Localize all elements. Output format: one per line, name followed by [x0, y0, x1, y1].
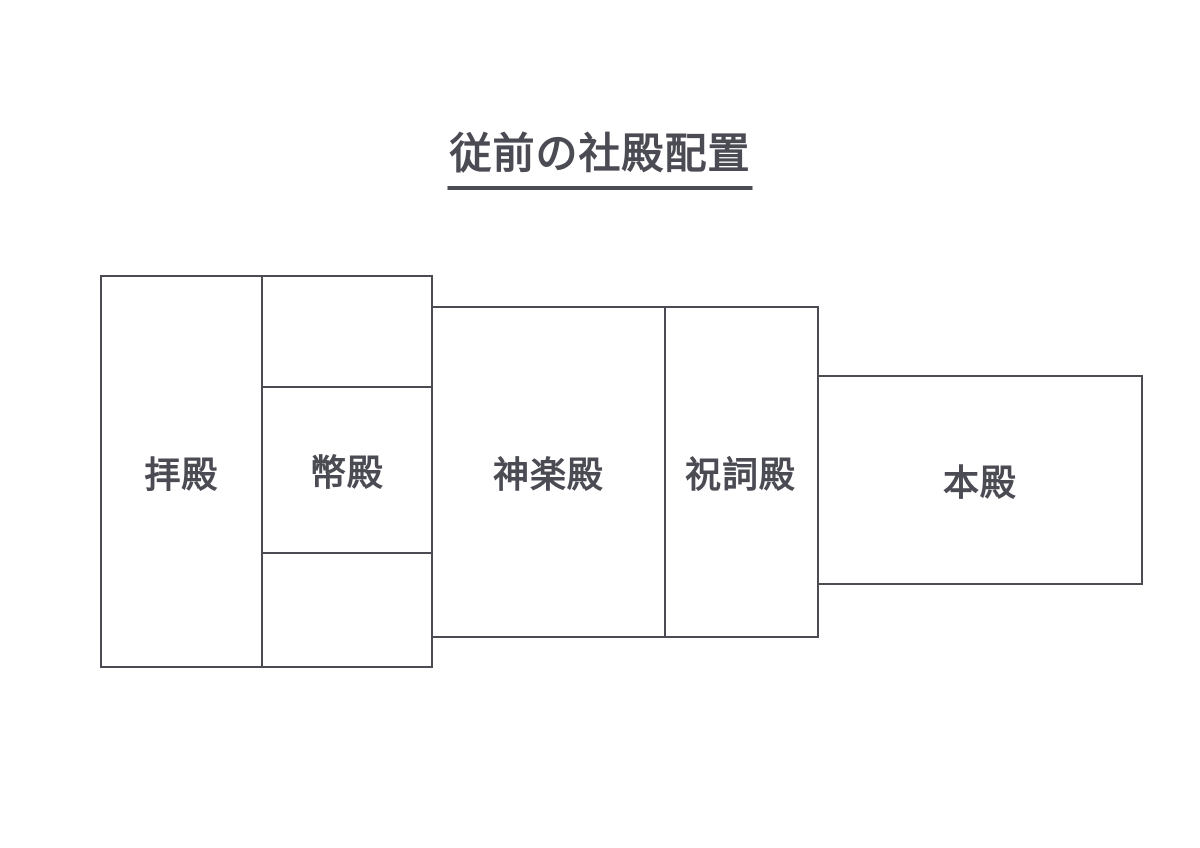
honden-room: 本殿 [819, 377, 1141, 583]
haiden-heiden-divider-line [261, 277, 263, 666]
kagura-norito-divider-line [664, 308, 666, 636]
heiden-bottom-divider-line [261, 552, 433, 554]
kagura-room: 神楽殿 [433, 308, 664, 636]
heiden-room: 幣殿 [261, 386, 433, 554]
kagura-norito-block: 神楽殿 祝詞殿 [431, 306, 819, 638]
heiden-top-divider-line [261, 386, 433, 388]
honden-block: 本殿 [817, 375, 1143, 585]
honden-label: 本殿 [942, 462, 1017, 503]
haiden-room: 拝殿 [102, 277, 261, 666]
haiden-label: 拝殿 [144, 453, 219, 495]
haiden-heiden-block: 拝殿 幣殿 [100, 275, 433, 668]
heiden-label: 幣殿 [309, 452, 384, 493]
norito-room: 祝詞殿 [664, 308, 817, 636]
norito-label: 祝詞殿 [684, 454, 796, 495]
kagura-label: 神楽殿 [492, 454, 604, 495]
diagram-title: 従前の社殿配置 [447, 120, 753, 190]
